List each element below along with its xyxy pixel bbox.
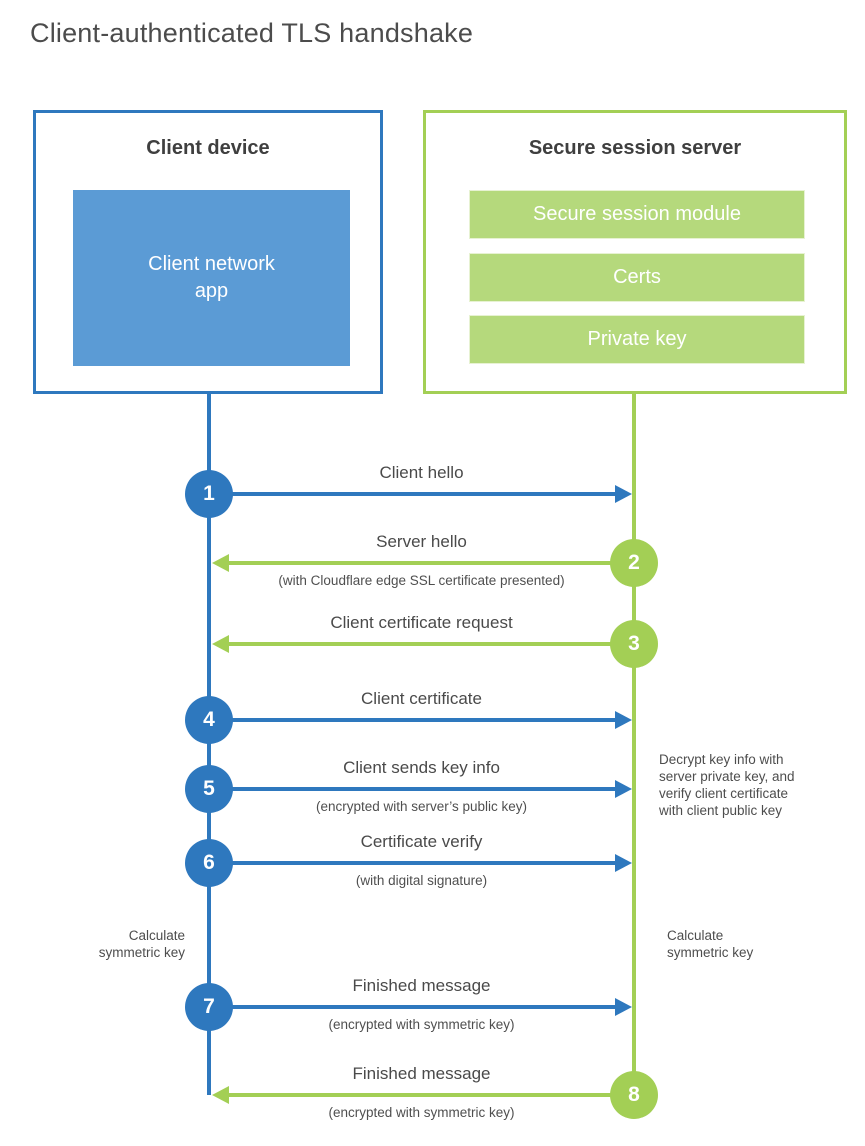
step-number-badge: 2 [610, 539, 658, 587]
step-label: Client hello [379, 463, 464, 482]
step-number-badge: 6 [185, 839, 233, 887]
note-line: symmetric key [667, 945, 754, 960]
server-module-bar: Secure session module [469, 190, 805, 239]
step-number-badge: 1 [185, 470, 233, 518]
step-label: Server hello [376, 532, 467, 551]
note-line: with client public key [659, 803, 783, 818]
step-label: Client certificate [361, 689, 482, 708]
step-sublabel: (encrypted with server’s public key) [315, 799, 528, 814]
client-device-heading: Client device [146, 137, 270, 159]
step-number-badge: 8 [610, 1071, 658, 1119]
step-label: Client certificate request [330, 613, 513, 632]
arrow-right [209, 485, 632, 503]
step-sublabel: (with Cloudflare edge SSL certificate pr… [278, 573, 565, 588]
arrow-left [212, 1086, 634, 1104]
note-line: symmetric key [98, 945, 185, 960]
step-number-badge: 4 [185, 696, 233, 744]
step-sublabel: (with digital signature) [355, 873, 488, 888]
server-module-bar: Certs [469, 253, 805, 302]
step-number-badge: 3 [610, 620, 658, 668]
step-label: Finished message [352, 1064, 491, 1083]
step-sublabel: (encrypted with symmetric key) [328, 1017, 515, 1032]
server-lifeline [632, 392, 636, 1095]
note-line: Calculate [128, 928, 185, 943]
secure-session-server-box: Secure session server Secure session mod… [423, 110, 847, 394]
calculate-symmetric-key-note-client: Calculate symmetric key [45, 927, 185, 961]
note-line: Decrypt key info with [659, 752, 784, 767]
arrow-right [209, 854, 632, 872]
note-line: server private key, and [659, 769, 795, 784]
step-label: Certificate verify [360, 832, 483, 851]
server-module-bar: Private key [469, 315, 805, 364]
arrow-left [212, 635, 634, 653]
page-title: Client-authenticated TLS handshake [30, 18, 474, 48]
calculate-symmetric-key-note-server: Calculate symmetric key [667, 927, 807, 961]
step-sublabel: (encrypted with symmetric key) [328, 1105, 515, 1120]
arrow-right [209, 780, 632, 798]
arrow-right [209, 998, 632, 1016]
client-device-box: Client device Client network app [33, 110, 383, 394]
client-network-app-box: Client network app [73, 190, 350, 366]
arrow-right [209, 711, 632, 729]
step-label: Client sends key info [343, 758, 500, 777]
note-line: verify client certificate [659, 786, 789, 801]
step-label: Finished message [352, 976, 491, 995]
step-number-badge: 5 [185, 765, 233, 813]
arrow-left [212, 554, 634, 572]
decrypt-key-note: Decrypt key info with server private key… [659, 751, 864, 819]
step-number-badge: 7 [185, 983, 233, 1031]
client-network-app-label: Client network app [148, 253, 275, 302]
secure-session-server-heading: Secure session server [528, 137, 742, 159]
note-line: Calculate [667, 928, 724, 943]
